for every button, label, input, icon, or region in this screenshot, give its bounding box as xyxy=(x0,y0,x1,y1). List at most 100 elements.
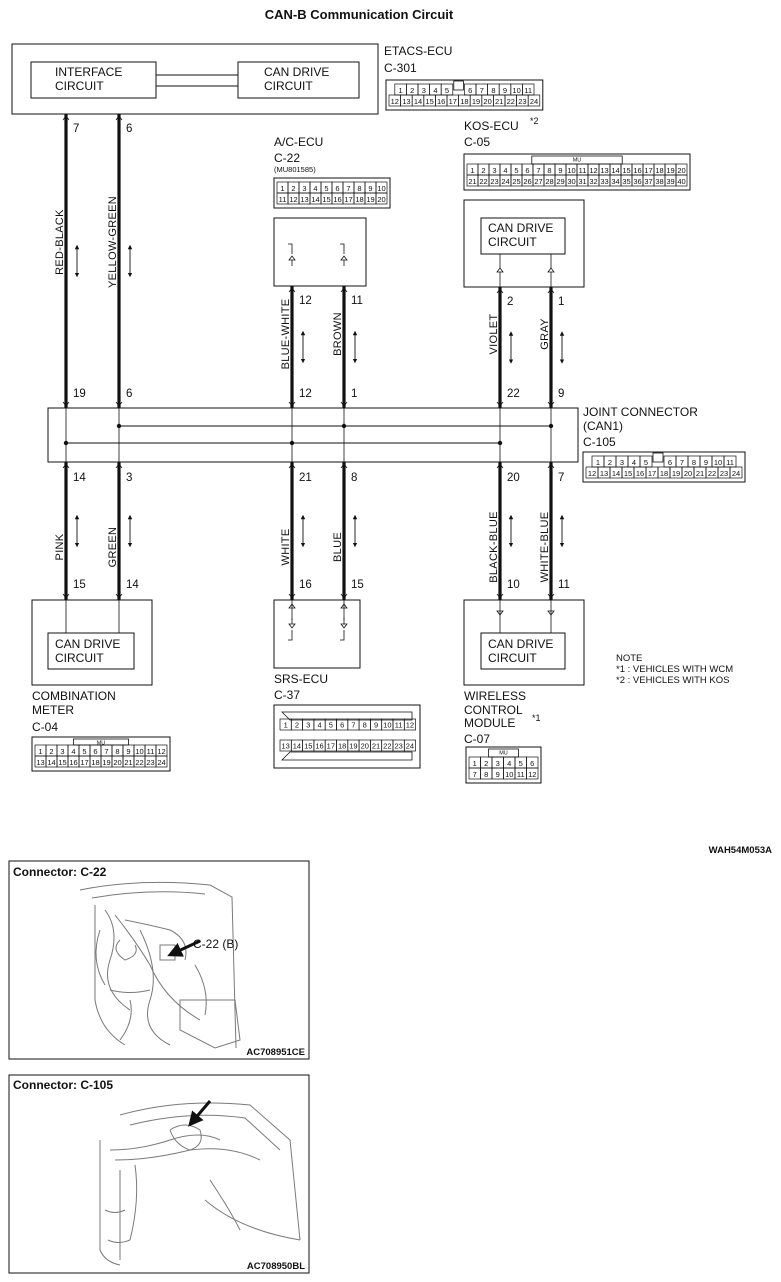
wire-color-w1-lower: PINK xyxy=(54,533,66,560)
connector-pin: 24 xyxy=(732,469,740,478)
note-line-2: *2 : VEHICLES WITH KOS xyxy=(616,675,730,686)
connector-pin: 19 xyxy=(672,469,680,478)
etacs-interface-label-2: CIRCUIT xyxy=(55,79,104,93)
connector-pin: 7 xyxy=(346,184,350,193)
ac-ecu-connector-id: C-22 xyxy=(274,151,300,165)
pin-number-w2-joint-bottom: 3 xyxy=(126,472,132,484)
connector-pin: 9 xyxy=(558,166,562,175)
connector-pin: 8 xyxy=(491,86,495,95)
connector-pin: 7 xyxy=(536,166,540,175)
connector-pin: 13 xyxy=(300,195,308,204)
connector-pin: 20 xyxy=(684,469,692,478)
connector-pin: 12 xyxy=(528,770,536,779)
kos-ecu-name: KOS-ECU xyxy=(464,119,519,133)
connector-pin: 12 xyxy=(391,97,399,106)
pin-number-w1-joint-bottom: 14 xyxy=(73,472,86,484)
connector-pin: 20 xyxy=(361,742,369,751)
srs-ecu: SRS-ECU C-37 xyxy=(273,599,361,702)
photo-connector-c105: Connector: C-105 AC708950BL xyxy=(8,1074,310,1274)
pin-number-w3-bottom: 16 xyxy=(299,579,312,591)
connector-pin: 15 xyxy=(622,166,630,175)
connector-pin: 19 xyxy=(472,97,480,106)
connector-pin: 24 xyxy=(406,742,414,751)
connector-pin: 24 xyxy=(501,177,509,186)
connector-pin: 15 xyxy=(58,758,66,767)
connector-pin: 13 xyxy=(281,742,289,751)
c105-callout-arrow xyxy=(188,1100,212,1127)
connector-pin: 4 xyxy=(71,747,75,756)
connector-pin: 10 xyxy=(377,184,385,193)
kos-ecu: KOS-ECU *2 C-05 CAN DRIVE CIRCUIT xyxy=(463,116,585,288)
connector-pin: 24 xyxy=(530,97,538,106)
connector-pin: 7 xyxy=(480,86,484,95)
connector-pin: 11 xyxy=(279,195,287,204)
connector-pin: 3 xyxy=(422,86,426,95)
connector-pin: 1 xyxy=(399,86,403,95)
meter-name-line1: COMBINATION xyxy=(32,689,116,703)
connector-pin: 23 xyxy=(394,742,402,751)
splice-dot xyxy=(289,440,295,446)
connector-pin: 11 xyxy=(524,86,532,95)
connector-pin: 10 xyxy=(383,721,391,730)
connector-pin: 23 xyxy=(146,758,154,767)
connector-pin: 12 xyxy=(406,721,414,730)
pin-number-w2-bottom: 14 xyxy=(126,579,139,591)
connector-pin: 2 xyxy=(481,166,485,175)
meter-candrive-label-1: CAN DRIVE xyxy=(55,637,120,651)
connector-key-label: MU xyxy=(573,158,582,164)
connector-pin: 6 xyxy=(335,184,339,193)
meter-candrive-label-2: CIRCUIT xyxy=(55,651,104,665)
connector-pin: 3 xyxy=(60,747,64,756)
joint-connector-sub: (CAN1) xyxy=(583,419,623,433)
connector-pin: 16 xyxy=(437,97,445,106)
pin-number-w6-top: 1 xyxy=(558,296,564,308)
connector-pin: 9 xyxy=(503,86,507,95)
pin-number-w4-joint-top: 1 xyxy=(351,388,357,400)
connector-pin: 20 xyxy=(677,166,685,175)
kos-ecu-star: *2 xyxy=(530,116,539,126)
wire-color-w5-upper: VIOLET xyxy=(488,314,500,355)
photo2-code: AC708950BL xyxy=(247,1261,305,1272)
diagram-code: WAH54M053A xyxy=(709,845,772,856)
meter-connector-id: C-04 xyxy=(32,720,58,734)
connector-pin: 18 xyxy=(460,97,468,106)
connector-pin: 12 xyxy=(157,747,165,756)
connector-pin: 38 xyxy=(655,177,663,186)
connector-pin: 2 xyxy=(49,747,53,756)
dashboard-illustration-c22 xyxy=(79,881,241,1049)
connector-pin: 18 xyxy=(660,469,668,478)
connector-pin: 4 xyxy=(503,166,507,175)
connector-pin: 21 xyxy=(372,742,380,751)
connector-pin: 4 xyxy=(632,458,636,467)
connector-pin: 37 xyxy=(644,177,652,186)
pin-number-w1-top: 7 xyxy=(73,123,79,135)
connector-pin: 17 xyxy=(327,742,335,751)
joint-connector-name: JOINT CONNECTOR xyxy=(583,405,698,419)
connector-pin: 18 xyxy=(655,166,663,175)
internal-terminal-symbol xyxy=(288,618,296,641)
connector-pin: 9 xyxy=(374,721,378,730)
connector-pin: 8 xyxy=(357,184,361,193)
connector-pin: 20 xyxy=(483,97,491,106)
connector-pin: 19 xyxy=(366,195,374,204)
combination-meter: CAN DRIVE CIRCUIT COMBINATION METER C-04 xyxy=(31,599,153,734)
connector-pin: 34 xyxy=(611,177,619,186)
connector-pin: 14 xyxy=(611,166,619,175)
connector-pin: 30 xyxy=(567,177,575,186)
connector-pin: 9 xyxy=(704,458,708,467)
connector-pin: 7 xyxy=(473,770,477,779)
note-line-1: *1 : VEHICLES WITH WCM xyxy=(616,664,733,675)
connector-pin: 5 xyxy=(82,747,86,756)
pin-number-w5-top: 2 xyxy=(507,296,513,308)
splice-dot xyxy=(341,423,347,429)
wcm-name-line2: CONTROL xyxy=(464,703,523,717)
pin-number-w4-joint-bottom: 8 xyxy=(351,472,357,484)
connector-pin: 6 xyxy=(468,86,472,95)
connector-pin: 6 xyxy=(668,458,672,467)
kos-ecu-connector-id: C-05 xyxy=(464,135,490,149)
photo2-label: Connector: C-105 xyxy=(13,1078,113,1092)
connector-pin: 19 xyxy=(666,166,674,175)
